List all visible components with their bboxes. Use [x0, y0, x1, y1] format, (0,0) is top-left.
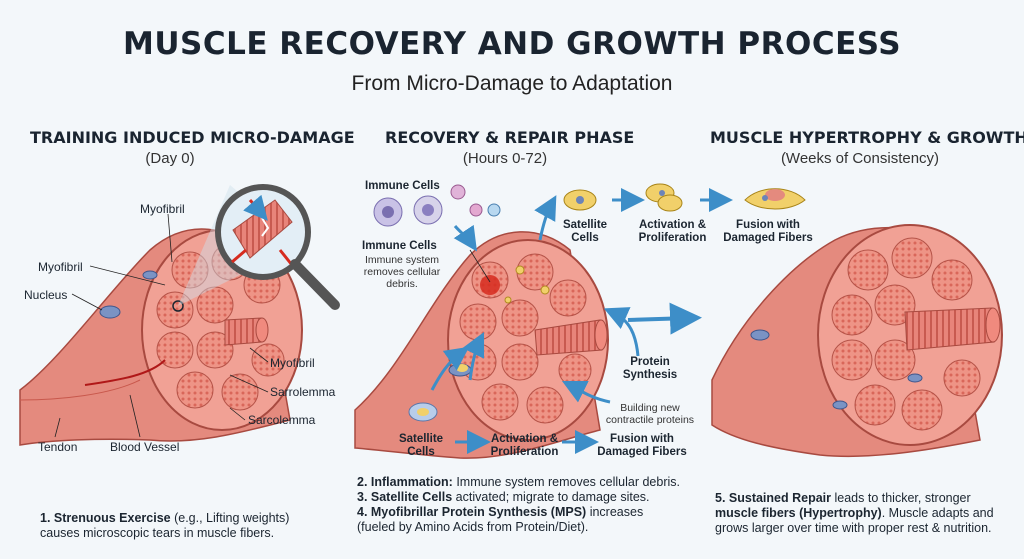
- label-sarcolemma: Sarcolemma: [248, 413, 316, 427]
- page-title: MUSCLE RECOVERY AND GROWTH PROCESS: [122, 26, 902, 62]
- label-building-proteins: Building new contractile proteins: [605, 402, 695, 426]
- transition-arrow: [627, 302, 702, 335]
- damage-leader-line: [469, 249, 491, 283]
- magnifier-icon: [178, 184, 340, 310]
- label-immune-cells-top: Immune Cells: [365, 180, 440, 192]
- label-immune-cells-mid: Immune Cells: [362, 240, 437, 252]
- panel2-subheading: (Hours 0-72): [462, 150, 548, 167]
- panel1-subheading: (Day 0): [145, 150, 195, 167]
- label-activation-bottom: Activation & Proliferation: [490, 433, 559, 458]
- label-myofibril-left: Myofibril: [38, 260, 83, 274]
- panel1-heading: TRAINING INDUCED MICRO-DAMAGE: [30, 128, 355, 147]
- label-fusion-top: Fusion with Damaged Fibers: [723, 219, 813, 244]
- label-fusion-bottom: Fusion with Damaged Fibers: [597, 433, 687, 458]
- label-blood-vessel: Blood Vessel: [110, 440, 180, 454]
- label-satellite-cells-top: Satellite Cells: [562, 219, 608, 244]
- panel3-caption: 5. Sustained Repair leads to thicker, st…: [715, 491, 994, 535]
- panel3-muscle-illustration: [711, 224, 1003, 458]
- page-subtitle: From Micro-Damage to Adaptation: [351, 72, 673, 95]
- panel3-subheading: (Weeks of Consistency): [780, 150, 940, 167]
- panel2-heading: RECOVERY & REPAIR PHASE: [385, 128, 635, 147]
- panel2-caption: 2. Inflammation: Immune system removes c…: [357, 475, 680, 534]
- label-myofibril-right: Myofibril: [270, 356, 315, 370]
- panel3-heading: MUSCLE HYPERTROPHY & GROWTH: [710, 128, 1024, 147]
- process-arrows: [430, 188, 733, 454]
- label-immune-desc: Immune system removes cellular debris.: [363, 254, 441, 290]
- immune-cells-icon: [373, 184, 501, 227]
- label-sarrolemma: Sarrolemma: [270, 385, 336, 399]
- label-myofibril-top: Myofibril: [140, 202, 185, 216]
- satellite-cells-bottom-icon: [408, 402, 438, 422]
- damage-site: [480, 275, 500, 295]
- label-tendon: Tendon: [38, 440, 78, 454]
- label-satellite-cells-bottom: Satellite Cells: [398, 433, 444, 458]
- satellite-cells-top-icon: [563, 183, 806, 212]
- label-protein-synthesis: Protein Synthesis: [622, 356, 678, 381]
- label-activation-top: Activation & Proliferation: [638, 219, 707, 244]
- panel1-leader-lines: [54, 213, 269, 438]
- panel1-caption: 1. Strenuous Exercise (e.g., Lifting wei…: [40, 511, 290, 540]
- label-nucleus: Nucleus: [24, 288, 68, 302]
